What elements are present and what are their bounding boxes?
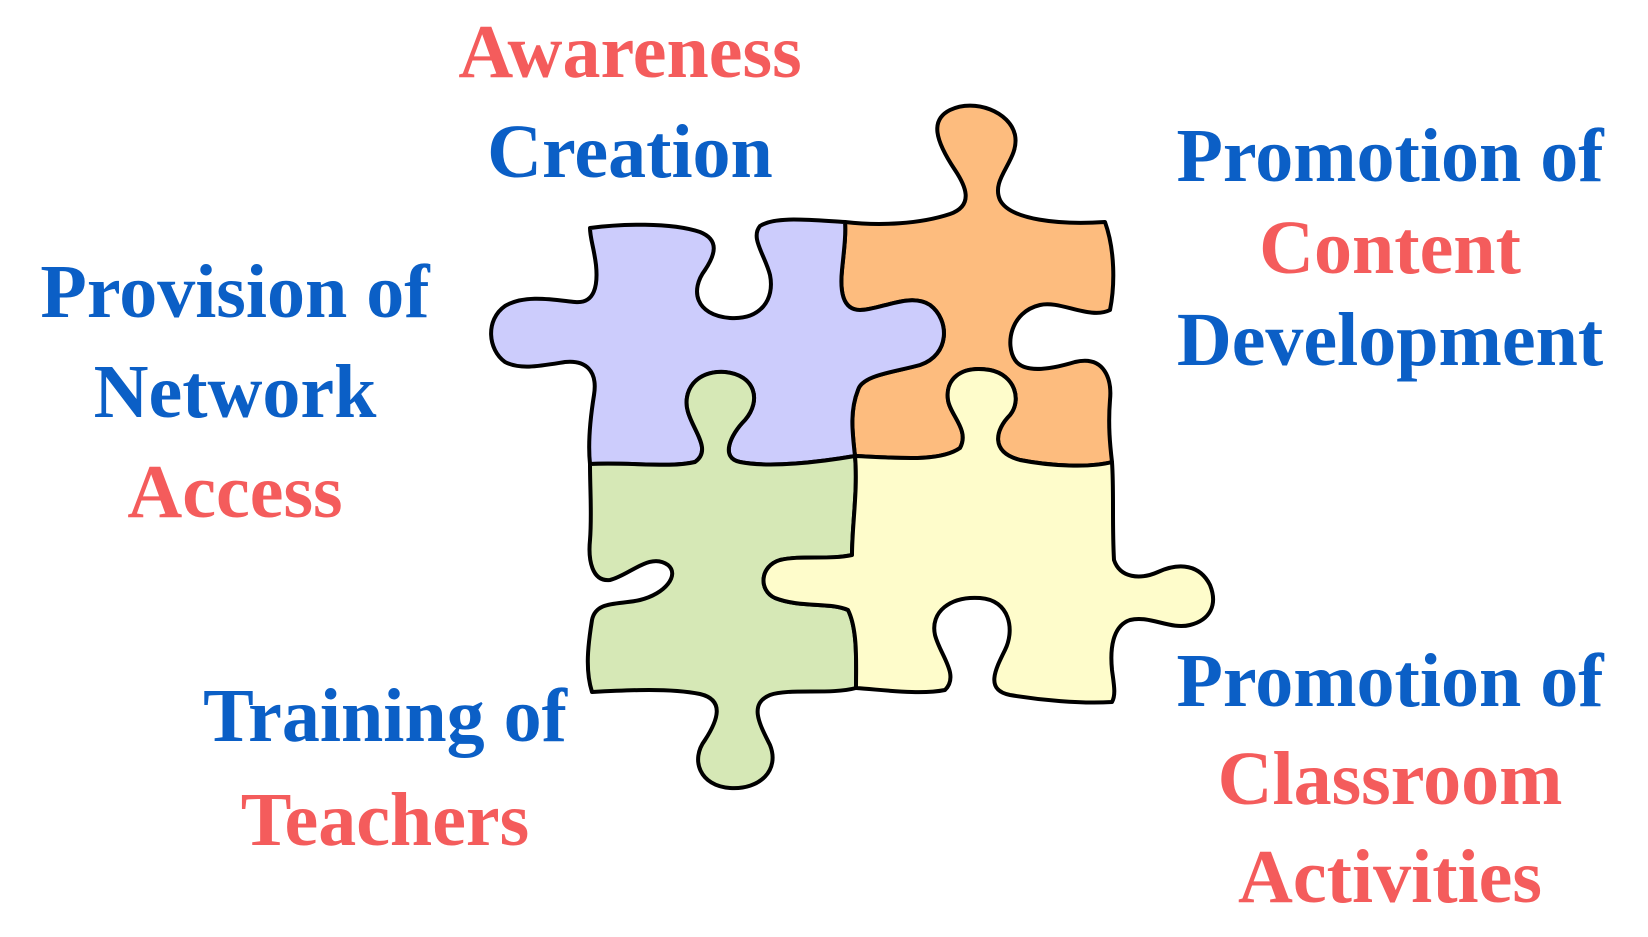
content-line-1: Promotion of <box>1176 114 1604 198</box>
label-provision-of-network-access: Provision of Network Access <box>0 242 470 542</box>
label-promotion-of-content-development: Promotion of Content Development <box>1140 110 1640 386</box>
network-line-2: Network <box>93 350 377 434</box>
content-line-3: Development <box>1176 298 1604 382</box>
awareness-line-2: Creation <box>487 110 773 194</box>
label-awareness-creation: Awareness Creation <box>420 2 840 202</box>
network-line-1: Provision of <box>40 250 430 334</box>
puzzle-piece-yellow <box>761 367 1216 705</box>
classroom-line-3: Activities <box>1238 835 1542 919</box>
teachers-line-1: Training of <box>203 674 567 758</box>
classroom-line-2: Classroom <box>1217 737 1563 821</box>
network-line-3: Access <box>127 450 343 534</box>
label-promotion-of-classroom-activities: Promotion of Classroom Activities <box>1140 632 1640 926</box>
content-line-2: Content <box>1259 206 1521 290</box>
puzzle-piece-green <box>585 369 859 791</box>
teachers-line-2: Teachers <box>240 778 530 862</box>
classroom-line-1: Promotion of <box>1176 639 1604 723</box>
label-training-of-teachers: Training of Teachers <box>170 664 600 872</box>
awareness-line-1: Awareness <box>458 10 802 94</box>
